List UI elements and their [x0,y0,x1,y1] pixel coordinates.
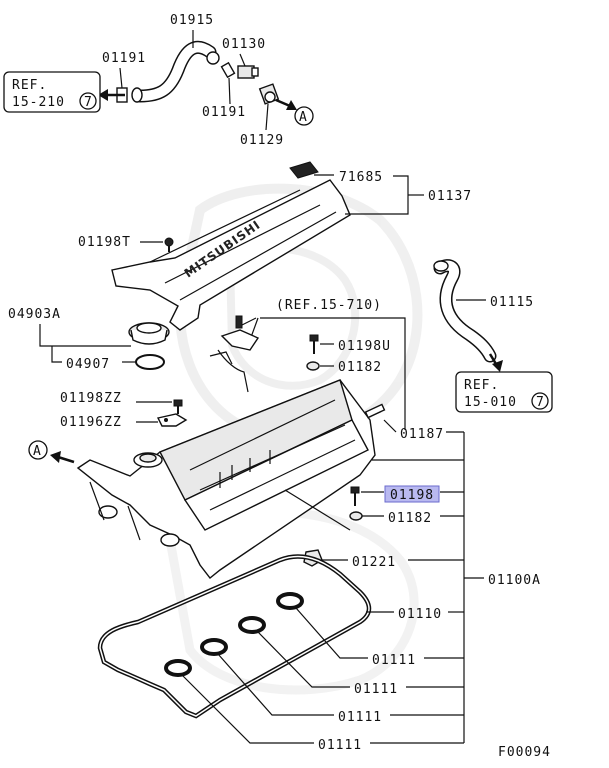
bracket-01196zz [156,413,188,427]
callout-a-top-text: A [299,110,308,125]
ref1-line1: REF. [12,78,47,93]
ref1-number: 7 [84,95,93,110]
gasket-04907 [135,354,165,370]
label-01187: 01187 [400,427,444,442]
label-ref-15-710: (REF.15-710) [276,298,382,313]
label-01198zz: 01198ZZ [60,391,122,406]
emblem-71685 [289,161,319,179]
harness-bracket [209,315,260,393]
plug-seal-01111-4 [164,659,192,677]
callout-a-top: A [294,106,314,126]
label-01115: 01115 [490,295,534,310]
ref1-line2: 15-210 [12,95,65,110]
ref-box-15-010: REF. 15-010 7 [455,371,553,413]
clamp-01191-right [220,61,236,79]
label-01182-bottom: 01182 [388,511,432,526]
label-01111-a: 01111 [372,653,416,668]
figure-code: F00094 [498,745,551,760]
label-01130: 01130 [222,37,266,52]
plug-seal-01111-3 [200,638,228,656]
label-04907: 04907 [66,357,110,372]
label-04903a: 04903A [8,307,61,322]
label-01100a: 01100A [488,573,541,588]
bolt-01198 [350,486,360,506]
pcv-valve-01129 [258,83,280,105]
label-01198u: 01198U [338,339,391,354]
plug-seal-01111-2 [238,616,266,634]
label-01129: 01129 [240,133,284,148]
bolt-01198t [164,237,174,252]
callout-a-left-text: A [33,444,42,459]
label-01191-bottom: 01191 [202,105,246,120]
fitting-01130 [237,65,259,79]
plug-seal-01111-1 [276,592,304,610]
label-01198[interactable]: 01198 [390,488,434,503]
arrow-to-a1 [275,98,297,110]
label-01915: 01915 [170,13,214,28]
callout-a-left: A [28,440,48,460]
arrow-to-ref1 [98,89,125,101]
label-01111-d: 01111 [318,738,362,753]
washer-01182-bottom [349,511,363,521]
label-01111-c: 01111 [338,710,382,725]
label-01221: 01221 [352,555,396,570]
bolt-01198u [309,334,319,354]
oil-filler-cap-04903a [128,322,170,345]
ref2-line1: REF. [464,378,499,393]
ref-box-15-210: REF. 15-210 7 [3,71,101,113]
pin-01187 [364,403,386,419]
label-01110: 01110 [398,607,442,622]
label-01182-top: 01182 [338,360,382,375]
label-01191-top: 01191 [102,51,146,66]
washer-01182-top [306,361,320,371]
highlight-01198[interactable]: 01198 [384,485,440,503]
label-01196zz: 01196ZZ [60,415,122,430]
bolt-01198zz [173,399,183,414]
label-01198t: 01198T [78,235,131,250]
label-71685: 71685 [339,170,383,185]
label-01111-b: 01111 [354,682,398,697]
ref2-line2: 15-010 [464,395,517,410]
ref2-number: 7 [536,395,545,410]
hose-01115 [433,259,497,363]
gasket-01110 [97,554,372,719]
breather-hose-01915 [131,41,220,103]
valve-cover-01100a [76,379,376,579]
arrow-to-ref2 [488,353,503,372]
arrow-to-a2 [50,451,75,464]
label-01137: 01137 [428,189,472,204]
